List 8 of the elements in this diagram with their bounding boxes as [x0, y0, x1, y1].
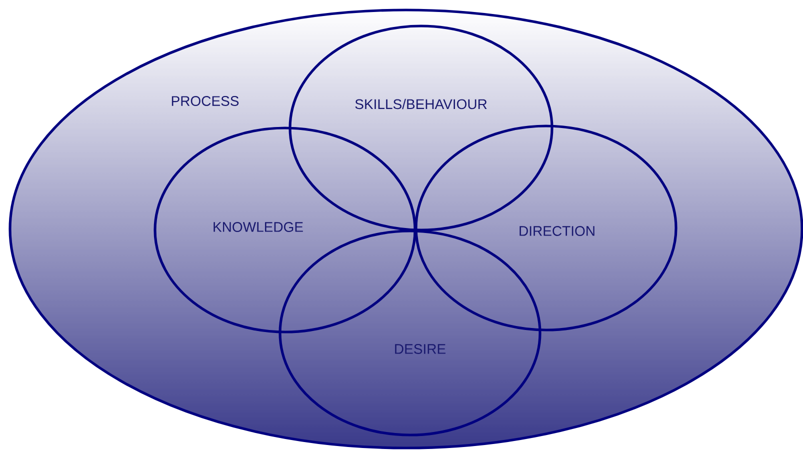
region-label: PROCESS: [172, 96, 239, 106]
region-label: SKILLS/BEHAVIOUR: [355, 98, 487, 110]
region-label: DIRECTION: [520, 226, 594, 236]
region-label: DESIRE: [395, 344, 446, 354]
circle-outline: [154, 126, 416, 334]
oval-region: [8, 8, 803, 450]
circle-outline: [414, 124, 678, 332]
region-label: KNOWLEDGE: [214, 222, 303, 232]
